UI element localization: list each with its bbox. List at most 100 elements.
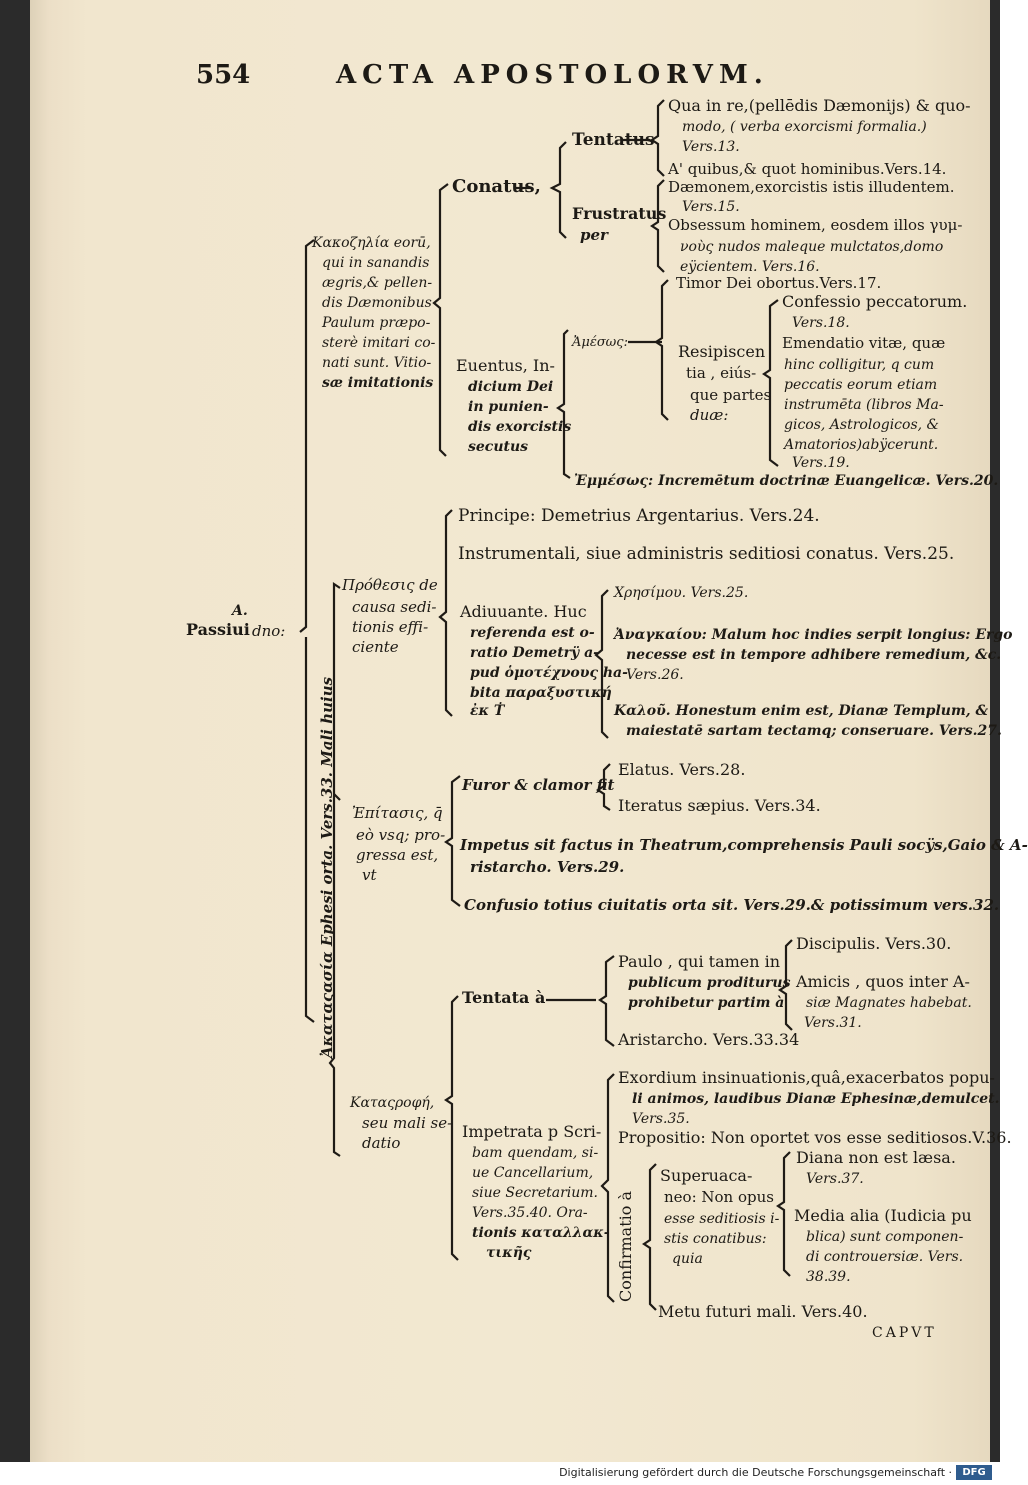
s1-amesos: Ἀμέσως: — [572, 335, 628, 350]
s2-media-1: blica) sunt componen- — [806, 1229, 964, 1245]
bracket-root — [299, 239, 315, 633]
s2-katastrophe-0: Καταςροφή, — [350, 1095, 435, 1111]
s1-euentus-3: dis exorcistis — [468, 419, 572, 435]
s2-confusio: Confusio totius ciuitatis orta sit. Vers… — [464, 896, 1000, 914]
s2-epitasis-3: vt — [362, 866, 377, 884]
scanned-page: 554 ACTA APOSTOLORVM. A. Passiui dno: Ἀκ… — [30, 0, 1028, 1462]
s1-resipiscentia-2: que partes — [690, 386, 772, 404]
s2-impetrata-2: ue Cancellarium, — [472, 1165, 594, 1181]
s2-adiuuante-4: bita παραξυστική — [470, 685, 612, 701]
s2-media-3: 38.39. — [806, 1269, 851, 1285]
s1-resip-item-0: Confessio peccatorum. — [782, 292, 968, 311]
s2-superuacaneo-2: esse seditiosis i- — [664, 1211, 780, 1227]
s1-euentus-4: secutus — [468, 439, 529, 455]
s1-resip-item-1: Vers.18. — [792, 315, 850, 331]
s2-media-2: di controuersiæ. Vers. — [806, 1249, 964, 1265]
s2-adiuuante-3: pud ὁμοτέχνους ha- — [470, 665, 628, 681]
s1-emmesos: Ἐμμέσως: Incremētum doctrinæ Euangelicæ.… — [574, 473, 999, 489]
s2-epitasis-2: gressa est, — [356, 846, 439, 864]
s1-conatus: Conatus, — [452, 176, 541, 197]
s2-impetrata-3: siue Secretarium. — [472, 1185, 598, 1201]
s2-impetus-0: Impetus sit factus in Theatrum,comprehen… — [460, 836, 1028, 854]
s2-paulo-1: publicum proditurus — [628, 975, 791, 991]
bracket-s1 — [432, 183, 449, 457]
s1-intro-1: qui in sanandis — [322, 255, 430, 271]
s1-tentatus-item-3: A' quibus,& quot hominibus.Vers.14. — [668, 160, 947, 178]
s2-anankaiou-0: Ἀναγκαίου: Malum hoc indies serpit longi… — [614, 627, 1013, 643]
catchword: CAPVT — [872, 1325, 937, 1341]
s2-media-0: Media alia (Iudicia pu — [794, 1206, 972, 1225]
s1-resip-item-8: Vers.19. — [792, 455, 850, 471]
bracket-katastrophe — [444, 995, 459, 1261]
s1-timor: Timor Dei obortus.Vers.17. — [676, 274, 882, 292]
s2-kalou-1: maiestatē sartam tectamq; conseruare. Ve… — [626, 723, 1002, 739]
s2-iteratus: Iteratus sæpius. Vers.34. — [618, 796, 821, 815]
s2-exordium-0: Exordium insinuationis,quâ,exacerbatos p… — [618, 1068, 995, 1087]
bracket-paulo — [778, 939, 793, 1031]
s2-instrumentali: Instrumentali, siue administris seditios… — [458, 544, 955, 564]
s2-exordium-1: li animos, laudibus Dianæ Ephesinæ,demul… — [632, 1091, 1000, 1107]
page-number: 554 — [196, 60, 251, 90]
s2-anankaiou-1: necesse est in tempore adhibere remedium… — [626, 647, 1002, 663]
s2-adiuuante-2: ratio Demetrÿ a- — [470, 645, 599, 661]
s1-frustratus-item-0: Dæmonem,exorcistis istis illudentem. — [668, 178, 955, 196]
s1-tentatus: Tentatus — [572, 130, 655, 150]
s1-intro-3: dis Dæmonibus — [322, 295, 432, 311]
s2-metu: Metu futuri mali. Vers.40. — [658, 1302, 868, 1321]
s1-intro-5: sterè imitari co- — [322, 335, 436, 351]
s2-paulo-item-0: Discipulis. Vers.30. — [796, 934, 952, 953]
s1-resip-item-7: Amatorios)abÿcerunt. — [784, 437, 939, 453]
root-label-suffix: dno: — [252, 622, 286, 640]
s1-tentatus-item-2: Vers.13. — [682, 139, 740, 155]
s2-superuacaneo-4: quia — [672, 1251, 703, 1267]
bracket-prothesis — [438, 509, 453, 717]
s1-frustratus-item-3: νοὺς nudos maleque mulctatos,domo — [680, 239, 944, 255]
s2-impetrata-0: Impetrata p Scri- — [462, 1122, 602, 1141]
s2-elatus: Elatus. Vers.28. — [618, 760, 746, 779]
s2-diana-1: Vers.37. — [806, 1171, 864, 1187]
running-head: ACTA APOSTOLORVM. — [336, 60, 769, 90]
s2-aristarcho: Aristarcho. Vers.33.34 — [618, 1030, 800, 1049]
s2-epitasis-0: Ἐπίτασις, q̄ — [352, 804, 443, 822]
s2-prothesis-0: Πρόθεσις de — [342, 576, 438, 594]
s2-superuacaneo-0: Superuaca- — [660, 1166, 753, 1185]
s2-exordium-2: Vers.35. — [632, 1111, 690, 1127]
s2-impetrata-6: τικῆς — [486, 1245, 532, 1261]
s2-confirmatio: Confirmatio à — [616, 1190, 635, 1302]
bracket-lines — [299, 99, 793, 1311]
s2-adiuuante-5: ἐκ Ṫ — [470, 703, 505, 719]
s1-resipiscentia-0: Resipiscen — [678, 342, 766, 361]
s2-prothesis-1: causa sedi- — [352, 598, 437, 616]
bracket-epitasis — [444, 775, 461, 907]
bracket-adiuuante — [594, 589, 609, 739]
s1-frustratus-item-4: eÿcientem. Vers.16. — [680, 259, 820, 275]
s2-epitasis-1: eò vsq; pro- — [356, 826, 446, 844]
s1-intro-6: nati sunt. Vitio- — [322, 355, 432, 371]
bracket-superuacaneo — [776, 1151, 791, 1277]
dfg-logo: DFG — [956, 1465, 992, 1480]
root-label: Passiui — [186, 620, 250, 639]
s1-resipiscentia-1: tia , eiús- — [686, 364, 757, 382]
s2-furor: Furor & clamor fit — [462, 776, 615, 794]
root-letter: A. — [232, 603, 248, 619]
bracket-confirmatio — [642, 1163, 657, 1311]
bracket-tentata — [598, 955, 615, 1047]
bracket-resipiscentia — [762, 299, 779, 467]
s2-paulo-item-1: Amicis , quos inter A- — [796, 972, 970, 991]
s1-euentus-1: dicium Dei — [468, 379, 554, 395]
s1-frustratus-item-1: Vers.15. — [682, 199, 740, 215]
s1-euentus-0: Euentus, In- — [456, 356, 555, 375]
s2-diana-0: Diana non est læsa. — [796, 1148, 956, 1167]
s2-impetrata-4: Vers.35.40. Ora- — [472, 1205, 588, 1221]
bracket-tentatus — [650, 99, 665, 177]
s2-paulo-item-3: Vers.31. — [804, 1015, 862, 1031]
s2-prothesis-2: tionis effi- — [352, 618, 429, 636]
s2-principe: Principe: Demetrius Argentarius. Vers.24… — [458, 506, 820, 526]
s2-chresimou: Χρησίμου. Vers.25. — [614, 585, 749, 601]
s2-propositio: Propositio: Non oportet vos esse seditio… — [618, 1128, 1012, 1147]
s2-tentata: Tentata à — [462, 988, 546, 1007]
s1-frustratus: Frustratus — [572, 204, 667, 223]
bracket-amesos — [654, 279, 669, 421]
s1-resip-item-4: peccatis eorum etiam — [784, 377, 938, 393]
s2-superuacaneo-3: stis conatibus: — [664, 1231, 767, 1247]
